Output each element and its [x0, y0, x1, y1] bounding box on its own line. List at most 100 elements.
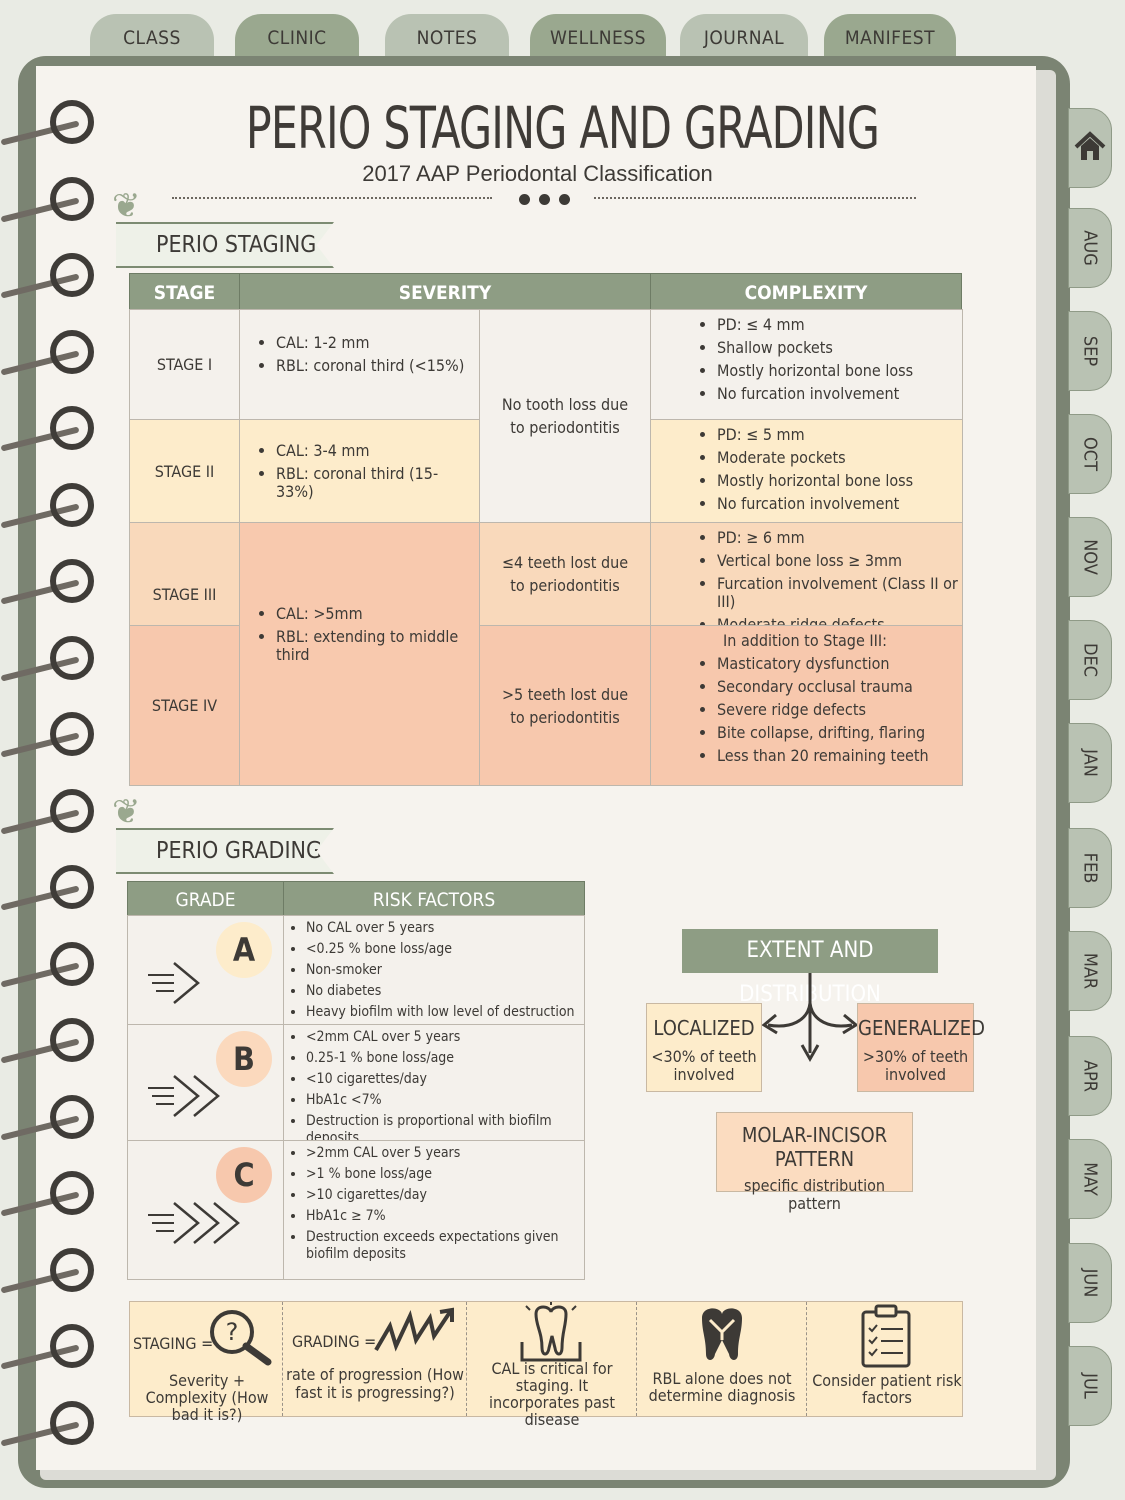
tooth-rbl-icon: [702, 1308, 742, 1360]
localized-heading: LOCALIZED: [653, 1016, 755, 1040]
risk-factor-item: >2mm CAL over 5 years: [306, 1145, 580, 1162]
footer-separator: [466, 1302, 467, 1416]
side-tab-dec[interactable]: DEC: [1068, 620, 1112, 700]
spiral-ring: [50, 1018, 94, 1062]
spiral-ring: [50, 1094, 94, 1139]
footer-summary: STAGING = ? Severity + Complexity (How b…: [129, 1301, 963, 1428]
stage-1-label: STAGE I: [129, 309, 240, 420]
side-tab-label: AUG: [1079, 230, 1101, 266]
severity-item: CAL: 3-4 mm: [276, 442, 475, 460]
spiral-ring: [50, 712, 94, 756]
localized-box: LOCALIZED <30% of teeth involved: [646, 1003, 762, 1092]
footer-rbl-text: RBL alone does not determine diagnosis: [648, 1369, 796, 1405]
stage-4-label: STAGE IV: [129, 625, 240, 786]
spiral-ring: [50, 406, 94, 450]
complexity-item: No furcation involvement: [717, 385, 958, 403]
side-tab-aug[interactable]: AUG: [1068, 208, 1112, 288]
severity-item: RBL: coronal third (<15%): [276, 357, 475, 375]
footer-cal-text: CAL is critical for staging. It incorpor…: [488, 1359, 616, 1429]
risk-factor-item: Heavy biofilm with low level of destruct…: [306, 1004, 580, 1021]
side-tab-jun[interactable]: JUN: [1068, 1243, 1112, 1323]
side-tab-label: MAR: [1079, 952, 1101, 990]
spiral-ring: [50, 1324, 94, 1368]
grade-letter-a: A: [216, 922, 272, 978]
footer-staging-text: Severity + Complexity (How bad it is?): [145, 1371, 269, 1424]
side-tab-label: NOV: [1079, 539, 1101, 575]
divider-dot: [559, 194, 570, 205]
risk-factor-item: <0.25 % bone loss/age: [306, 941, 580, 958]
divider-dot: [539, 194, 550, 205]
spiral-ring: [50, 329, 94, 374]
complexity-item: No furcation involvement: [717, 495, 958, 513]
complexity-stage-3: PD: ≥ 6 mmVertical bone loss ≥ 3mmFurcat…: [650, 522, 963, 634]
side-tab-feb[interactable]: FEB: [1068, 828, 1112, 908]
spiral-ring: [50, 1247, 94, 1292]
complexity-stage-1: PD: ≤ 4 mmShallow pocketsMostly horizont…: [650, 309, 963, 420]
stage-2-label: STAGE II: [129, 419, 240, 523]
magnifier-question-icon: ?: [210, 1310, 272, 1366]
side-tab-nov[interactable]: NOV: [1068, 517, 1112, 597]
spiral-ring: [50, 865, 94, 909]
side-tab-label: APR: [1079, 1059, 1101, 1093]
complexity-item: PD: ≤ 4 mm: [717, 316, 958, 334]
tooth-loss-stage-1-2: No tooth loss due to periodontitis: [479, 309, 651, 523]
generalized-text: >30% of teeth involved: [862, 1047, 969, 1084]
footer-separator: [806, 1302, 807, 1416]
grade-letter-c: C: [216, 1147, 272, 1203]
complexity-item: Shallow pockets: [717, 339, 958, 357]
grade-cell-c: C: [127, 1140, 284, 1280]
col-header-stage: STAGE: [129, 273, 240, 310]
clipboard-checklist-icon: [861, 1304, 911, 1368]
spiral-ring: [50, 1171, 94, 1215]
side-tab-label: FEB: [1079, 852, 1101, 884]
complexity-item: Secondary occlusal trauma: [717, 678, 958, 696]
staging-banner-label: PERIO STAGING: [156, 232, 317, 258]
side-tab-label: JAN: [1079, 749, 1101, 777]
severity-stage-2: CAL: 3-4 mmRBL: coronal third (15-33%): [239, 419, 480, 523]
risk-factor-item: Non-smoker: [306, 962, 580, 979]
home-icon: [1074, 131, 1106, 160]
complexity-item: Less than 20 remaining teeth: [717, 747, 958, 765]
complexity-stage-4: In addition to Stage III: Masticatory dy…: [650, 625, 963, 786]
risk-factors-b: <2mm CAL over 5 years0.25-1 % bone loss/…: [283, 1024, 585, 1146]
localized-text: <30% of teeth involved: [651, 1047, 757, 1084]
risk-factors-c: >2mm CAL over 5 years>1 % bone loss/age>…: [283, 1140, 585, 1280]
spiral-ring: [50, 941, 94, 986]
severity-item: CAL: >5mm: [276, 605, 475, 623]
side-tab-jul[interactable]: JUL: [1068, 1346, 1112, 1426]
molar-incisor-text: specific distribution pattern: [744, 1176, 885, 1213]
severity-item: RBL: extending to middle third: [276, 628, 475, 664]
complexity-item: PD: ≤ 5 mm: [717, 426, 958, 444]
leaf-sprig-icon: ❦: [112, 793, 141, 831]
speed-arrows-icon: [148, 1202, 240, 1244]
side-tab-jan[interactable]: JAN: [1068, 723, 1112, 803]
risk-factor-item: <10 cigarettes/day: [306, 1071, 580, 1088]
staging-banner: PERIO STAGING: [116, 222, 334, 268]
side-tab-may[interactable]: MAY: [1068, 1139, 1112, 1219]
col-header-grade: GRADE: [127, 881, 284, 916]
footer-separator: [282, 1302, 283, 1416]
divider-left: [172, 197, 492, 199]
footer-grading-text: rate of progression (How fast it is prog…: [286, 1365, 464, 1402]
risk-factor-item: 0.25-1 % bone loss/age: [306, 1050, 580, 1067]
page-title: PERIO STAGING AND GRADING: [245, 94, 880, 162]
side-tab-oct[interactable]: OCT: [1068, 414, 1112, 494]
tooth-loss-stage-4: >5 teeth lost due to periodontitis: [479, 625, 651, 786]
complexity-item: Severe ridge defects: [717, 701, 958, 719]
side-tab-home[interactable]: [1068, 108, 1112, 188]
complexity-item: Bite collapse, drifting, flaring: [717, 724, 958, 742]
side-tab-sep[interactable]: SEP: [1068, 311, 1112, 391]
divider-dot: [519, 194, 530, 205]
side-tab-mar[interactable]: MAR: [1068, 931, 1112, 1011]
complexity-item: PD: ≥ 6 mm: [717, 529, 958, 547]
grade-letter-b: B: [216, 1031, 272, 1087]
page-subtitle: 2017 AAP Periodontal Classification: [362, 161, 713, 186]
side-tab-apr[interactable]: APR: [1068, 1036, 1112, 1116]
branch-arrows-icon: [761, 973, 859, 1063]
side-tab-label: JUN: [1079, 1268, 1101, 1298]
spiral-ring: [50, 482, 94, 527]
spiral-ring: [50, 253, 94, 297]
spiral-ring: [50, 1400, 94, 1445]
risk-factor-item: HbA1c ≥ 7%: [306, 1208, 580, 1225]
tooth-loss-stage-3: ≤4 teeth lost due to periodontitis: [479, 522, 651, 626]
